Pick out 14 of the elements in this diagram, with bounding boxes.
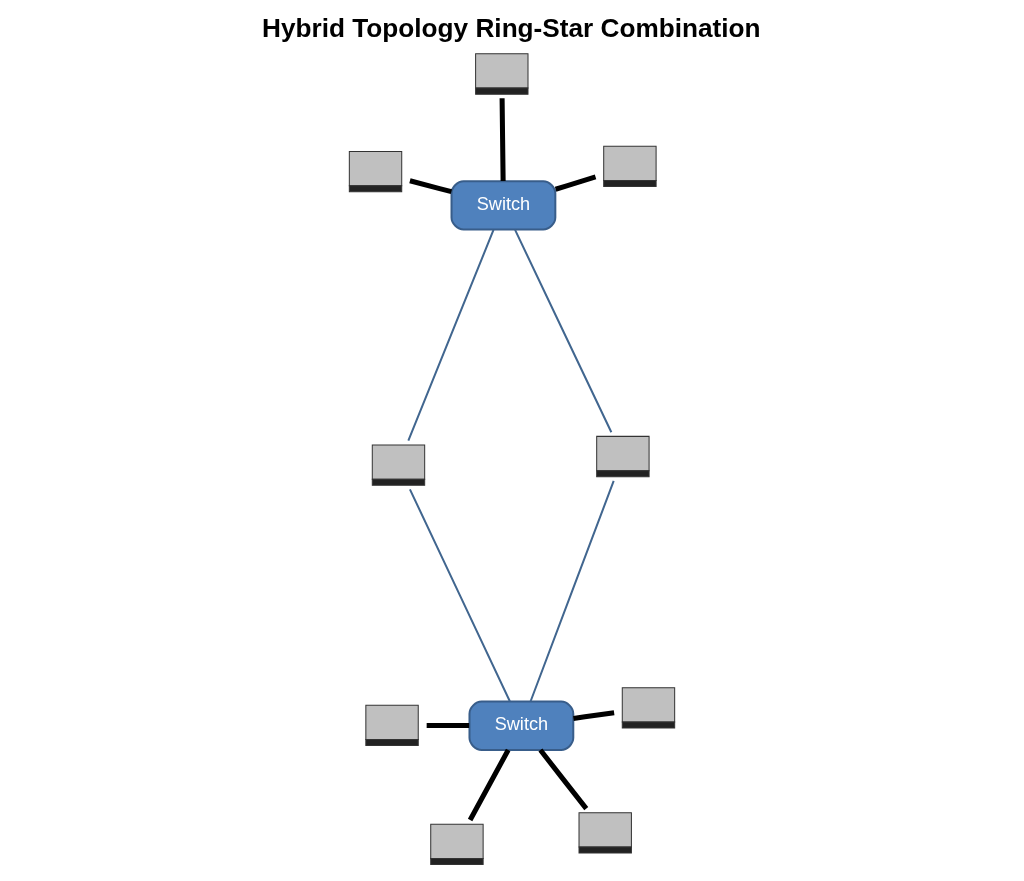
connector [467,748,511,822]
connector [426,722,470,729]
node-box: Switch [450,180,557,231]
connector [499,98,506,181]
connector [409,488,511,702]
connector [538,748,589,811]
diagram-title: Hybrid Topology Ring-Star Combination [262,12,761,43]
node-box: Switch [468,700,575,751]
connector [407,229,495,441]
connector [514,229,613,433]
connector [529,480,615,702]
connector [409,178,453,195]
connector [573,710,615,721]
connector [554,174,597,192]
